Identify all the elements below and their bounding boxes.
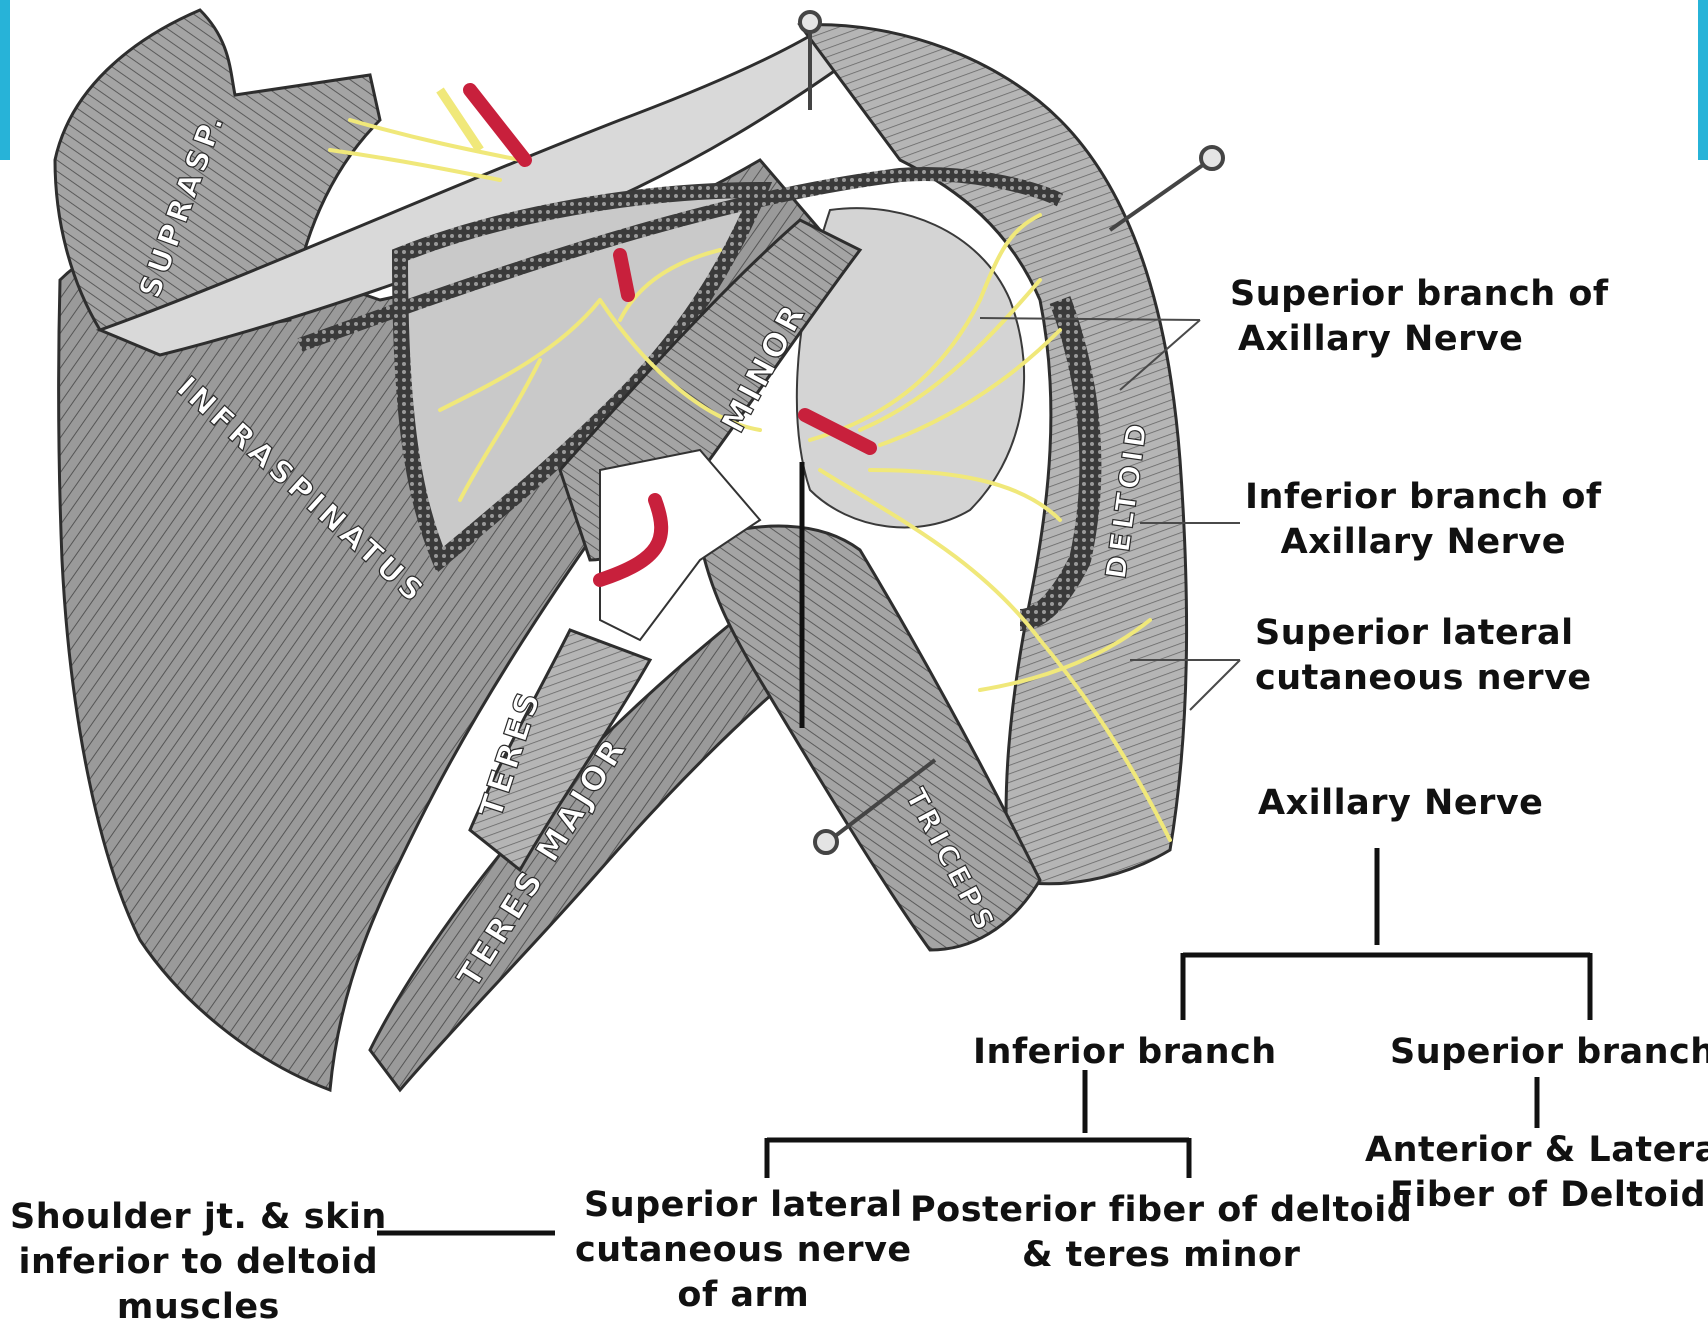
label-line: inferior to deltoid: [10, 1240, 387, 1285]
label-line: Superior branch of: [1230, 272, 1609, 317]
tree-anterior-lateral-fiber-of-deltoid: Anterior & Lateral Fiber of Deltoid: [1365, 1128, 1708, 1218]
label-line: Posterior fiber of deltoid: [910, 1188, 1412, 1233]
label-line: Superior lateral: [1255, 611, 1592, 656]
label-line: muscles: [10, 1285, 387, 1330]
label-line: of arm: [575, 1273, 912, 1318]
frame-accent-right: [1698, 0, 1708, 160]
label-superior-lateral-cutaneous-nerve: Superior lateral cutaneous nerve: [1255, 611, 1592, 701]
label-line: Axillary Nerve: [1245, 520, 1602, 565]
label-line: Anterior & Lateral: [1365, 1128, 1708, 1173]
tree-shoulder-joint-and-skin: Shoulder jt. & skin inferior to deltoid …: [10, 1195, 387, 1330]
label-line: cutaneous nerve: [575, 1228, 912, 1273]
tree-posterior-fiber-of-deltoid-teres-minor: Posterior fiber of deltoid & teres minor: [910, 1188, 1412, 1278]
label-inferior-branch-of-axillary-nerve: Inferior branch of Axillary Nerve: [1245, 475, 1602, 565]
label-line: Fiber of Deltoid: [1365, 1173, 1708, 1218]
tree-inferior-branch: Inferior branch: [973, 1030, 1277, 1075]
label-line: cutaneous nerve: [1255, 656, 1592, 701]
label-line: Axillary Nerve: [1230, 317, 1609, 362]
label-line: Inferior branch of: [1245, 475, 1602, 520]
tree-root-axillary-nerve: Axillary Nerve: [1258, 781, 1543, 826]
label-line: Superior lateral: [575, 1183, 912, 1228]
tree-superior-branch: Superior branch: [1390, 1030, 1708, 1075]
tree-superior-lateral-cutaneous-nerve-of-arm: Superior lateral cutaneous nerve of arm: [575, 1183, 912, 1318]
label-line: Shoulder jt. & skin: [10, 1195, 387, 1240]
label-superior-branch-of-axillary-nerve: Superior branch of Axillary Nerve: [1230, 272, 1609, 362]
frame-accent-left: [0, 0, 10, 160]
triceps-muscle: [700, 526, 1040, 950]
label-line: & teres minor: [910, 1233, 1412, 1278]
